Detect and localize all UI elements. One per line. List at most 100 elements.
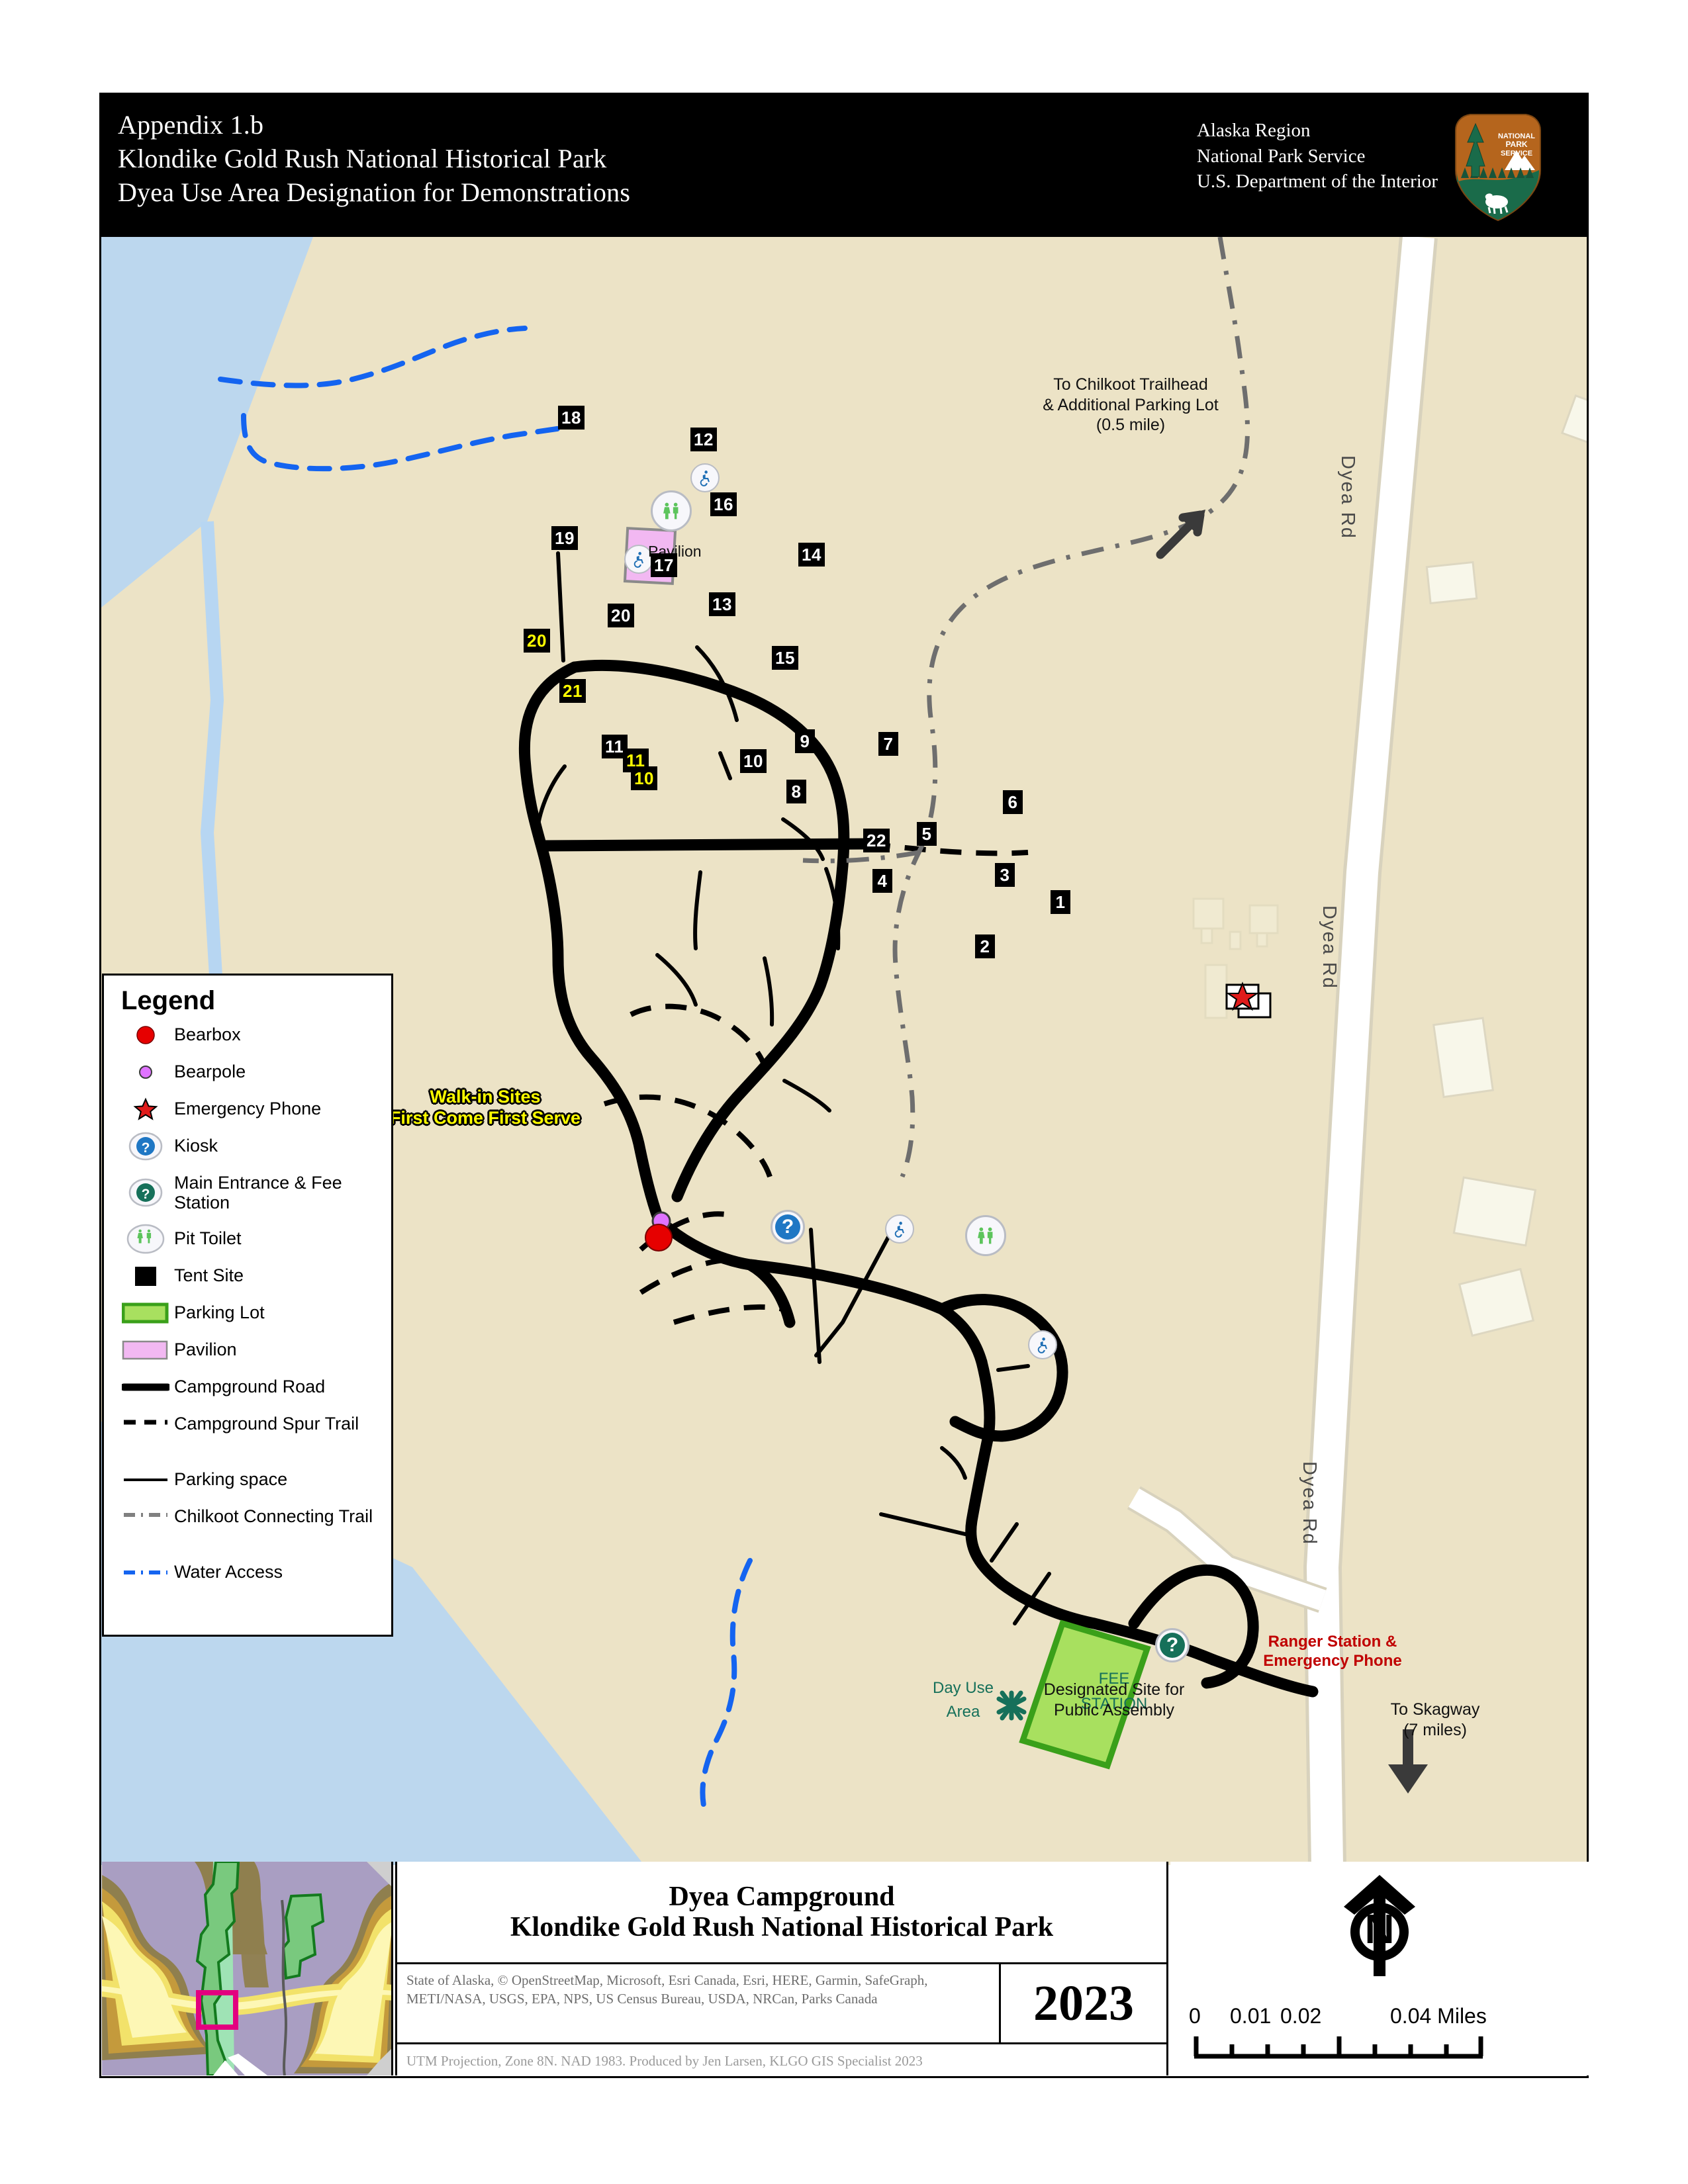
- campground-road-network: [518, 659, 1319, 1698]
- chilkoot-trailhead-note: To Chilkoot Trailhead & Additional Parki…: [988, 375, 1273, 435]
- inset-extent-box: [196, 1990, 238, 2030]
- ranger-station-emergency-phone-box: [1225, 981, 1272, 1019]
- title-block: Dyea Campground Klondike Gold Rush Natio…: [395, 1862, 1168, 2075]
- north-arrow-and-scale-panel: N 0 0.01 0.02 0.04 Miles: [1170, 1862, 1589, 2075]
- accessible-site-icon-17[interactable]: [624, 545, 653, 574]
- site-number-box[interactable]: 14: [798, 543, 825, 567]
- legend-label-bearbox: Bearbox: [174, 1024, 241, 1044]
- projection-credit-text: UTM Projection, Zone 8N. NAD 1983. Produ…: [406, 2052, 923, 2069]
- water-access-line-icon: [117, 1557, 174, 1588]
- title-line-2: Klondike Gold Rush National Historical P…: [510, 1912, 1054, 1942]
- legend-label-bearpole: Bearpole: [174, 1062, 246, 1081]
- map-year: 2023: [999, 1964, 1166, 2042]
- site-number-box[interactable]: 12: [690, 428, 717, 451]
- header-agency-line-2: National Park Service: [1196, 145, 1366, 167]
- legend-label-chilkoot-connecting-trail: Chilkoot Connecting Trail: [174, 1506, 373, 1526]
- site-number-box[interactable]: 17: [651, 553, 677, 577]
- site-number-box[interactable]: 3: [995, 863, 1015, 887]
- legend-label-kiosk: Kiosk: [174, 1136, 218, 1156]
- map-header: Appendix 1.b Klondike Gold Rush National…: [101, 95, 1587, 237]
- chilkoot-note-line-1: To Chilkoot Trailhead: [1053, 375, 1208, 394]
- legend-item-water-access: Water Access: [117, 1557, 379, 1588]
- fee-station-circle-icon: ?: [117, 1168, 174, 1217]
- legend-label-fee-station: Main Entrance & Fee Station: [174, 1173, 342, 1213]
- pit-toilet-icon-lower[interactable]: [965, 1215, 1006, 1256]
- legend-item-chilkoot-connecting-trail: Chilkoot Connecting Trail: [117, 1502, 379, 1551]
- site-number-box[interactable]: 2: [975, 934, 995, 958]
- parking-space-line-icon: [117, 1465, 174, 1495]
- kiosk-icon-campground[interactable]: ?: [771, 1210, 805, 1244]
- site-number-box[interactable]: 16: [710, 492, 737, 516]
- campground-spur-trail-line-icon: [117, 1409, 174, 1447]
- legend-item-bearbox: Bearbox: [117, 1020, 379, 1050]
- legend-item-fee-station: ? Main Entrance & Fee Station: [117, 1168, 379, 1217]
- site-number-box[interactable]: 22: [863, 829, 890, 852]
- fee-station-icon[interactable]: ?: [1155, 1628, 1190, 1662]
- legend-label-pavilion: Pavilion: [174, 1340, 237, 1359]
- kiosk-circle-icon: ?: [117, 1131, 174, 1161]
- dyea-rd-label-1: Dyea Rd: [1337, 455, 1358, 539]
- site-number-box[interactable]: 11: [602, 735, 628, 758]
- map-sheet: Appendix 1.b Klondike Gold Rush National…: [99, 93, 1589, 2078]
- north-letter: N: [1365, 1907, 1395, 1952]
- day-use-asterisk-icon: [996, 1690, 1027, 1721]
- site-number-box[interactable]: 15: [772, 646, 798, 670]
- dyea-rd-label-2: Dyea Rd: [1319, 905, 1340, 989]
- skagway-line-2: (7 miles): [1403, 1720, 1467, 1739]
- day-use-area-label: Day Use Area: [910, 1676, 1016, 1724]
- site-number-box[interactable]: 4: [872, 869, 892, 893]
- parking-space-lines: [535, 551, 1051, 1625]
- header-title-line-2: Klondike Gold Rush National Historical P…: [118, 144, 607, 174]
- site-number-box[interactable]: 7: [878, 732, 898, 756]
- site-number-box[interactable]: 5: [917, 822, 937, 846]
- legend-item-emergency-phone: Emergency Phone: [117, 1094, 379, 1124]
- site-number-box[interactable]: 9: [795, 729, 815, 753]
- site-number-box[interactable]: 6: [1003, 790, 1023, 814]
- pit-toilet-icon-upper[interactable]: [651, 490, 692, 531]
- legend-item-parking-lot: Parking Lot: [117, 1298, 379, 1328]
- header-title-line-1: Appendix 1.b: [118, 110, 264, 140]
- walk-in-sites-callout: Walk-in Sites First Come First Serve: [359, 1087, 611, 1129]
- pit-toilet-circle-icon: [117, 1224, 174, 1254]
- legend-item-campground-spur-trail: Campground Spur Trail: [117, 1409, 379, 1458]
- accessible-site-icon-7[interactable]: [885, 1214, 914, 1244]
- locator-inset-map[interactable]: [102, 1862, 393, 2075]
- site-number-box[interactable]: 18: [558, 406, 585, 430]
- site-number-box[interactable]: 19: [551, 526, 578, 550]
- site-number-box[interactable]: 8: [786, 780, 806, 803]
- legend-label-emergency-phone: Emergency Phone: [174, 1099, 322, 1118]
- dyea-road: [1306, 237, 1434, 1865]
- site-number-box[interactable]: 21: [559, 679, 586, 703]
- ranger-buildings-group: [1192, 897, 1279, 1019]
- scale-bar-labels: 0 0.01 0.02 0.04 Miles: [1189, 2004, 1573, 2030]
- site-number-box[interactable]: 20: [524, 629, 550, 653]
- pavilion-swatch-icon: [117, 1335, 174, 1365]
- fee-station-label: FEE STATION: [1055, 1666, 1174, 1717]
- nps-arrowhead-logo-icon: NATIONAL PARK SERVICE: [1455, 114, 1541, 222]
- site-number-box[interactable]: 20: [608, 604, 634, 627]
- accessible-site-icon-16[interactable]: [690, 463, 720, 492]
- site-number-box[interactable]: 10: [740, 749, 767, 773]
- assembly-line-1: Designated Site for: [1043, 1680, 1185, 1699]
- header-title-line-3: Dyea Use Area Designation for Demonstrat…: [118, 177, 631, 208]
- site-number-box[interactable]: 1: [1051, 890, 1070, 914]
- chilkoot-connecting-trail-line-icon: [117, 1502, 174, 1540]
- bearpole-dot-icon: [117, 1057, 174, 1087]
- ranger-label-line-1: Ranger Station &: [1268, 1633, 1397, 1651]
- legend-item-tent-site: Tent Site: [117, 1261, 379, 1291]
- header-agency-group: Alaska Region National Park Service U.S.…: [1197, 118, 1438, 195]
- site-number-box[interactable]: 10: [631, 766, 657, 790]
- ranger-label-line-2: Emergency Phone: [1263, 1652, 1402, 1670]
- site-number-box[interactable]: 13: [709, 592, 735, 616]
- chilkoot-direction-arrow: [1156, 510, 1205, 559]
- accessible-site-icon-6[interactable]: [1028, 1330, 1057, 1359]
- buildings-group: [1425, 394, 1587, 1338]
- scale-tick-label-0: 0: [1189, 2004, 1201, 2028]
- logo-text-park: PARK: [1505, 140, 1527, 149]
- legend-label-tent-site: Tent Site: [174, 1265, 244, 1285]
- header-agency-line-1: Alaska Region: [1196, 120, 1311, 141]
- legend-item-kiosk: ? Kiosk: [117, 1131, 379, 1161]
- tent-site-square-icon: [117, 1261, 174, 1291]
- legend-item-pit-toilet: Pit Toilet: [117, 1224, 379, 1254]
